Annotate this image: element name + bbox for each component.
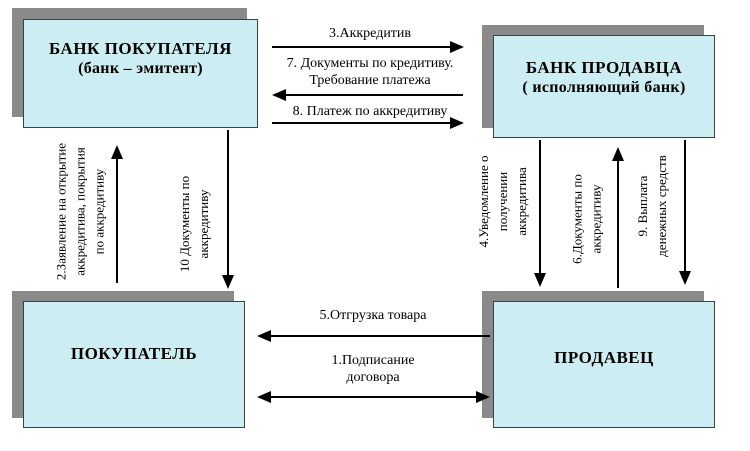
label-step6-line2: аккредитиву <box>588 184 604 254</box>
arrowhead-left-icon <box>257 330 271 342</box>
node-buyer: ПОКУПАТЕЛЬ <box>23 301 245 428</box>
arrow-line <box>271 396 476 398</box>
label-step9-line2: денежных средств <box>654 155 669 257</box>
label-step10-line1: 10 Документы по <box>177 175 192 273</box>
arrow-line <box>617 160 619 288</box>
label-step6-line1: 6.Документы по <box>569 174 585 264</box>
label-step3: 3.Аккредитив <box>328 26 412 41</box>
node-bank-buyer-title: БАНК ПОКУПАТЕЛЯ <box>49 39 232 58</box>
arrowhead-up-icon <box>111 145 123 159</box>
arrow-line <box>539 140 541 273</box>
label-step4-line1: 4.Уведомление о <box>476 155 491 248</box>
arrow-line <box>116 158 118 283</box>
label-step2-line1: 2.Заявление на открытие <box>53 142 69 281</box>
arrowhead-right-icon <box>450 117 464 129</box>
label-step6: 6.Документы по аккредитиву <box>568 157 606 282</box>
arrow-line <box>684 140 686 271</box>
label-step2: 2.Заявление на открытие аккредитива, пок… <box>52 137 109 287</box>
arrowhead-left-icon <box>272 89 286 101</box>
node-bank-buyer-subtitle: (банк – эмитент) <box>78 60 203 77</box>
label-step10: 10 Документы по аккредитиву <box>175 154 213 294</box>
node-seller-title: ПРОДАВЕЦ <box>554 348 654 367</box>
arrowhead-right-icon <box>476 391 490 403</box>
node-bank-seller-subtitle: ( исполняющий банк) <box>522 78 686 96</box>
label-step8: 8. Платеж по аккредитиву <box>292 104 448 119</box>
label-step4-line2: получении <box>495 171 510 232</box>
arrow-line <box>272 46 450 48</box>
arrowhead-up-icon <box>612 147 624 161</box>
label-step7-line2: Требование платежа <box>309 73 431 88</box>
label-step9-line1: 9. Выплата <box>635 175 650 237</box>
arrowhead-down-icon <box>534 273 546 287</box>
label-step2-line3: по аккредитиву <box>91 168 107 255</box>
label-step4-line3: аккредитива <box>514 167 529 236</box>
label-step9: 9. Выплата денежных средств <box>633 141 671 271</box>
arrow-line <box>286 94 463 96</box>
label-step5: 5.Отгрузка товара <box>319 308 427 323</box>
node-bank-seller: БАНК ПРОДАВЦА ( исполняющий банк) <box>493 35 715 138</box>
arrowhead-down-icon <box>222 275 234 289</box>
arrow-line <box>271 335 490 337</box>
arrowhead-right-icon <box>450 41 464 53</box>
label-step2-line2: аккредитива, покрытия <box>72 147 88 276</box>
label-step10-line2: аккредитиву <box>196 189 211 259</box>
arrowhead-left-icon <box>257 391 271 403</box>
arrow-line <box>272 122 450 124</box>
label-step1-line2: договора <box>346 370 400 385</box>
arrowhead-down-icon <box>679 271 691 285</box>
node-bank-seller-title: БАНК ПРОДАВЦА <box>525 57 683 77</box>
node-bank-buyer: БАНК ПОКУПАТЕЛЯ (банк – эмитент) <box>23 19 258 128</box>
label-step4: 4.Уведомление о получении аккредитива <box>474 139 531 264</box>
label-step7-line1: 7. Документы по кредитиву. <box>286 56 454 71</box>
node-seller: ПРОДАВЕЦ <box>493 301 715 428</box>
label-step1-line1: 1.Подписание <box>331 353 415 368</box>
arrow-line <box>227 130 229 275</box>
node-buyer-title: ПОКУПАТЕЛЬ <box>70 344 198 363</box>
